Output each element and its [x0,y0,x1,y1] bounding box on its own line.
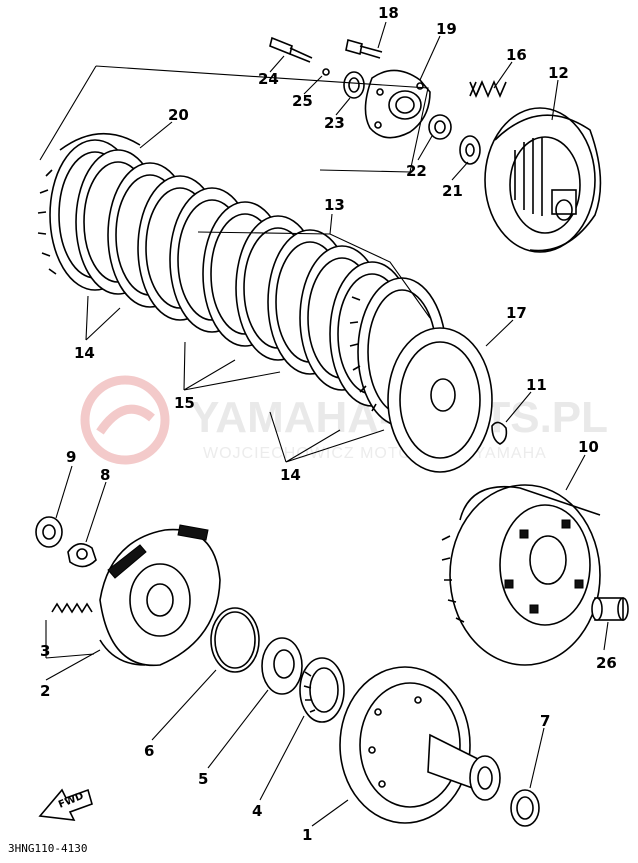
callout-18: 18 [378,4,399,22]
callout-8: 8 [100,466,110,484]
callout-12: 12 [548,64,569,82]
callout-19: 19 [436,20,457,38]
washer-7 [510,789,540,827]
clutch-housing-10 [441,484,601,666]
fwd-arrow-icon: FWD [38,788,93,821]
lock-washer-8 [67,543,97,568]
callout-6: 6 [144,742,154,760]
bearing-23 [343,71,365,99]
callout-20: 20 [168,106,189,124]
callout-10: 10 [578,438,599,456]
push-plate-19 [364,69,431,139]
nut-22 [428,114,452,140]
callout-2: 2 [40,682,50,700]
callout-24: 24 [258,70,279,88]
clutch-boss-16 [387,327,493,473]
callout-22: 22 [406,162,427,180]
callout-16: 17 [506,304,527,322]
friction-plate-stack [37,139,447,427]
needle-bearing-4 [299,657,345,723]
callout-14-bottom: 14 [280,466,301,484]
callout-4: 4 [252,802,262,820]
callout-9: 9 [66,448,76,466]
centrifugal-clutch-2 [99,524,221,667]
circlip-11 [491,421,508,445]
bearing-5 [261,637,303,695]
watermark-subtitle: WOJCIECHOWICZ MOTOCYKLE YAMAHA [203,445,547,462]
callout-25: 25 [292,92,313,110]
callout-14-left: 14 [74,344,95,362]
sleeve-26 [591,597,629,621]
drawing-code: 3HNG110-4130 [8,842,87,855]
clutch-plate-20 [59,132,141,151]
washer-21 [459,135,481,165]
nut-9 [35,516,63,548]
callout-3: 3 [40,642,50,660]
callout-21: 21 [442,182,463,200]
callout-26: 26 [596,654,617,672]
callout-11: 11 [526,376,547,394]
shim-6 [210,607,260,673]
spring-3 [51,602,93,614]
leader-lines [39,21,609,827]
callout-7: 7 [540,712,550,730]
bolt-24 [269,36,313,63]
pressure-plate-12 [484,107,602,253]
callout-15: 15 [174,394,195,412]
callout-17: 16 [506,46,527,64]
spring-17 [469,79,507,99]
clutch-drum-1 [339,666,501,824]
callout-13: 13 [324,196,345,214]
callout-labels: 18 19 16 12 24 25 23 22 21 20 13 14 15 1… [40,4,617,844]
callout-1: 1 [302,826,312,844]
callout-23: 23 [324,114,345,132]
ball-25 [322,68,330,76]
bolt-18 [345,38,383,59]
callout-5: 5 [198,770,208,788]
